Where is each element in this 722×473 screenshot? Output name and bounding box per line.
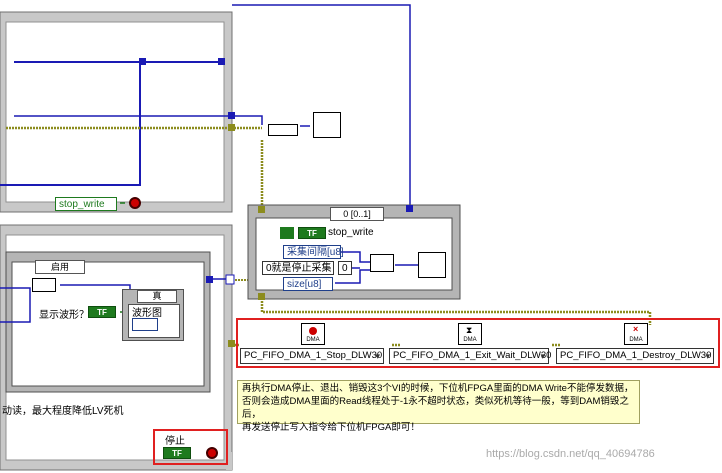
- sample-interval-control[interactable]: 采集间隔[u8]: [283, 245, 344, 259]
- stop-write-label: stop_write: [59, 199, 105, 210]
- zero-stop-label: 0就是停止采集: [266, 263, 332, 274]
- dma-exit-wait-ring-label: PC_FIFO_DMA_1_Exit_Wait_DLW30: [393, 350, 552, 361]
- stop-highlight-box: [153, 429, 228, 465]
- dma-exit-wait-ring[interactable]: PC_FIFO_DMA_1_Exit_Wait_DLW30: [389, 348, 552, 364]
- bundle-node-icon: [268, 124, 298, 136]
- dma-exit-wait-vi[interactable]: ⧗ DMA: [458, 323, 482, 345]
- top-loop-inner: [5, 21, 225, 203]
- dma-stop-text: DMA: [306, 337, 320, 343]
- zero-constant[interactable]: 0: [338, 261, 352, 275]
- hourglass-icon: ⧗: [466, 325, 473, 335]
- stop-write-terminal[interactable]: stop_write: [55, 197, 117, 211]
- enable-label: 启用: [50, 262, 69, 272]
- dma-stop-vi[interactable]: DMA: [301, 323, 325, 345]
- tf-label: TF: [307, 229, 317, 238]
- size-label: size[u8]: [287, 279, 322, 290]
- stop-tf-terminal[interactable]: TF: [163, 447, 191, 459]
- case-selector[interactable]: 0 [0..1]: [330, 207, 384, 221]
- waveform-graph-icon: [132, 318, 158, 331]
- stop-sign-2-icon: [206, 447, 218, 459]
- dma-stop-ring-label: PC_FIFO_DMA_1_Stop_DLW30: [244, 350, 383, 361]
- fifo-close-icon: [313, 112, 341, 138]
- comment-line-3: 再发送停止写入指令给下位机FPGA即可！: [242, 422, 420, 433]
- destroy-icon: ×: [633, 324, 639, 334]
- case-selector-label: 0 [0..1]: [343, 209, 371, 219]
- bool-indicator-icon: [280, 227, 294, 239]
- true-case-label: 真: [152, 291, 162, 301]
- blue-wire-right: [232, 4, 411, 260]
- side-note-text: 动读，最大程度降低LV死机: [2, 406, 124, 417]
- case-stop-write-label: stop_write: [328, 227, 374, 238]
- dma-destroy-vi[interactable]: × DMA: [624, 323, 648, 345]
- blue-wire-inner: [0, 61, 141, 186]
- dma-highlight-box: [236, 318, 720, 368]
- dma-exit-text: DMA: [463, 337, 477, 343]
- sample-interval-label: 采集间隔[u8]: [287, 247, 344, 258]
- bundle-node-2-icon: [370, 254, 394, 272]
- fifo-write-icon: [418, 252, 446, 278]
- stop-sign-icon: [129, 197, 141, 209]
- display-question-label: 显示波形？: [39, 310, 89, 321]
- zero-constant-label: 0: [342, 263, 348, 274]
- display-tf-label: TF: [97, 308, 107, 317]
- stop-icon: [309, 327, 317, 335]
- size-control[interactable]: size[u8]: [283, 277, 333, 291]
- display-tf-terminal[interactable]: TF: [88, 306, 116, 318]
- dma-destroy-ring-label: PC_FIFO_DMA_1_Destroy_DLW30: [560, 350, 712, 361]
- graph-label: 波形图: [132, 308, 162, 319]
- dma-destroy-text: DMA: [629, 337, 643, 343]
- watermark: https://blog.csdn.net/qq_40694786: [486, 448, 655, 460]
- stop-tf-label: TF: [172, 449, 182, 458]
- dma-destroy-ring[interactable]: PC_FIFO_DMA_1_Destroy_DLW30: [556, 348, 714, 364]
- dma-stop-ring[interactable]: PC_FIFO_DMA_1_Stop_DLW30: [240, 348, 384, 364]
- enable-case-selector[interactable]: 启用: [35, 260, 85, 274]
- stop-label: 停止: [165, 436, 185, 447]
- true-case-structure: 真: [122, 289, 184, 341]
- true-case-selector[interactable]: 真: [137, 290, 177, 303]
- comment-line-1: 再执行DMA停止、退出、销毁这3个VI的时候，下位机FPGA里面的DMA Wri…: [242, 383, 634, 394]
- zero-stop-constant[interactable]: 0就是停止采集: [262, 261, 334, 275]
- tf-terminal[interactable]: TF: [298, 227, 326, 239]
- comment-line-2: 否则会造成DMA里面的Read线程处于-1永不超时状态，类似死机等待一般，等到D…: [242, 396, 629, 420]
- blue-wire-top: [14, 115, 263, 125]
- bundle-node-3-icon: [32, 278, 56, 292]
- comment-note: 再执行DMA停止、退出、销毁这3个VI的时候，下位机FPGA里面的DMA Wri…: [237, 380, 640, 433]
